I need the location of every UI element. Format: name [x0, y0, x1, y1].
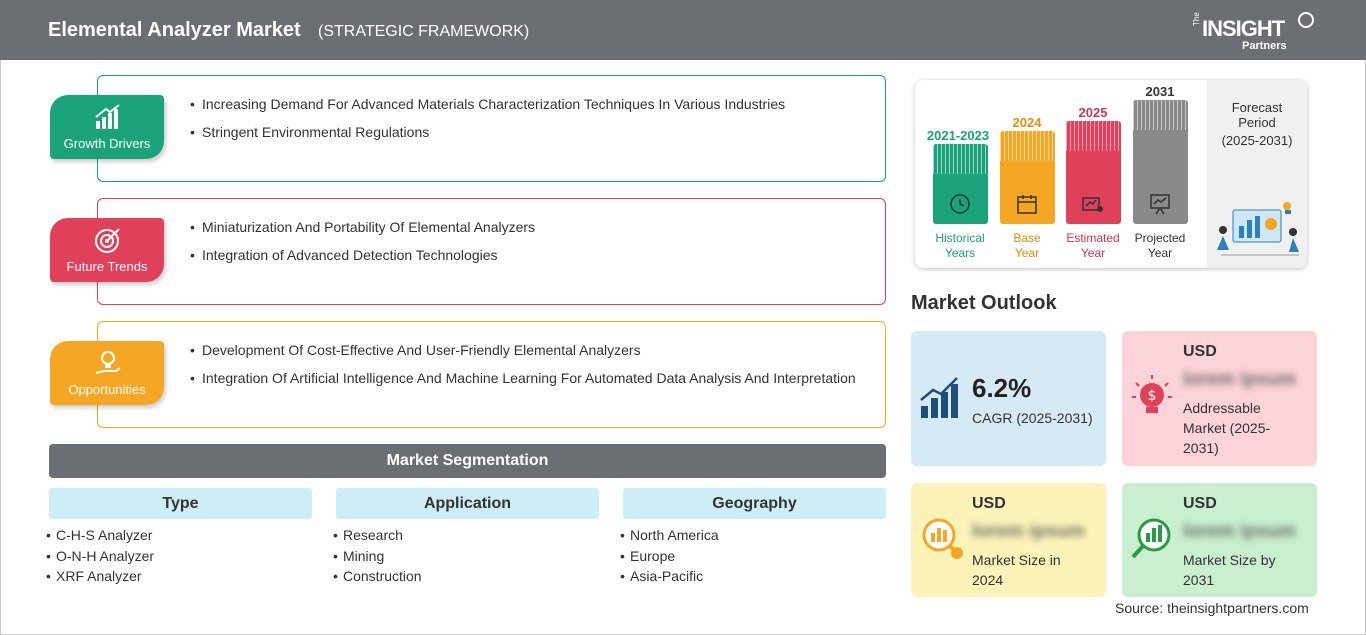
- bar-base: [1000, 131, 1055, 224]
- segment-item: Mining: [333, 546, 599, 567]
- size-2031-currency: USD: [1183, 495, 1217, 512]
- forecast-label: Forecast Period: [1231, 100, 1283, 130]
- segment-type: Type C-H-S Analyzer O-N-H Analyzer XRF A…: [46, 488, 312, 587]
- segment-item: North America: [620, 525, 886, 546]
- segment-header: Application: [336, 488, 599, 519]
- cagr-value: 6.2%: [972, 373, 1032, 403]
- growth-driver-item: Stringent Environmental Regulations: [190, 122, 870, 142]
- segment-application: Application Research Mining Construction: [333, 488, 599, 587]
- badge-label: Growth Drivers: [63, 136, 151, 151]
- market-outlook-title: Market Outlook: [911, 292, 1057, 314]
- segment-item: Europe: [620, 546, 886, 567]
- opportunities-badge: Opportunities: [50, 341, 164, 405]
- forecast-period-panel: Forecast Period (2025-2031): [1207, 80, 1307, 268]
- logo-ring-icon: [1298, 12, 1314, 28]
- segment-item: XRF Analyzer: [46, 566, 312, 587]
- forecast-range: (2025-2031): [1221, 133, 1293, 148]
- addressable-currency: USD: [1183, 343, 1217, 360]
- size-2024-currency: USD: [972, 495, 1006, 512]
- segment-item: O-N-H Analyzer: [46, 546, 312, 567]
- segment-geography: Geography North America Europe Asia-Paci…: [620, 488, 886, 587]
- size-2031-value: lorem ipsum: [1183, 521, 1296, 542]
- opportunity-item: Integration Of Artificial Intelligence A…: [190, 368, 870, 388]
- segment-header: Geography: [623, 488, 886, 519]
- size-2024-value: lorem ipsum: [972, 521, 1085, 542]
- year-base: 2024: [1012, 115, 1042, 130]
- segment-item: C-H-S Analyzer: [46, 525, 312, 546]
- money-bulb-icon: $: [1132, 375, 1172, 413]
- future-trends-card: Miniaturization And Portability Of Eleme…: [97, 198, 886, 305]
- page-subtitle: (STRATEGIC FRAMEWORK): [318, 23, 530, 40]
- calendar-icon: [1017, 195, 1037, 214]
- market-segmentation-bar: Market Segmentation: [49, 444, 886, 478]
- bar-estimated: [1066, 121, 1121, 224]
- bar-projected: [1133, 100, 1188, 224]
- segment-header: Type: [49, 488, 312, 519]
- year-projected: 2031: [1145, 84, 1175, 99]
- badge-label: Future Trends: [66, 259, 148, 274]
- segment-item: Asia-Pacific: [620, 566, 886, 587]
- analytics-people-icon: [1217, 202, 1299, 256]
- magnifier-chart-icon: [922, 518, 963, 559]
- history-clock-icon: [950, 194, 970, 214]
- year-estimated: 2025: [1078, 105, 1108, 120]
- growth-driver-item: Increasing Demand For Advanced Materials…: [190, 94, 870, 114]
- opportunities-card: Development Of Cost-Effective And User-F…: [97, 321, 886, 428]
- addressable-value: lorem ipsum: [1183, 369, 1296, 390]
- bar-historical: [933, 144, 988, 224]
- growth-chart-icon: [920, 377, 958, 418]
- estimate-chart-icon: [1082, 197, 1103, 212]
- future-trend-item: Miniaturization And Portability Of Eleme…: [190, 217, 870, 237]
- lightbulb-hand-icon: [95, 351, 121, 374]
- page-title: Elemental Analyzer Market: [48, 19, 301, 41]
- svg-text:$: $: [1148, 388, 1157, 404]
- future-trends-badge: Future Trends: [50, 218, 164, 282]
- header-bar: Elemental Analyzer Market (STRATEGIC FRA…: [0, 0, 1366, 60]
- source-credit: Source: theinsightpartners.com: [1115, 600, 1309, 616]
- cagr-box: 6.2% CAGR (2025-2031): [911, 331, 1106, 466]
- cagr-label: CAGR (2025-2031): [972, 410, 1093, 426]
- badge-label: Opportunities: [68, 382, 146, 397]
- segment-item: Construction: [333, 566, 599, 587]
- bar-growth-icon: [95, 104, 120, 129]
- target-icon: [95, 228, 120, 253]
- year-historical: 2021-2023: [926, 128, 990, 143]
- magnifier-growth-icon: [1131, 518, 1171, 559]
- future-trend-item: Integration of Advanced Detection Techno…: [190, 245, 870, 265]
- projection-board-icon: [1150, 194, 1170, 215]
- growth-drivers-badge: Growth Drivers: [50, 95, 164, 159]
- opportunity-item: Development Of Cost-Effective And User-F…: [190, 340, 870, 360]
- segment-item: Research: [333, 525, 599, 546]
- growth-drivers-card: Increasing Demand For Advanced Materials…: [97, 75, 886, 182]
